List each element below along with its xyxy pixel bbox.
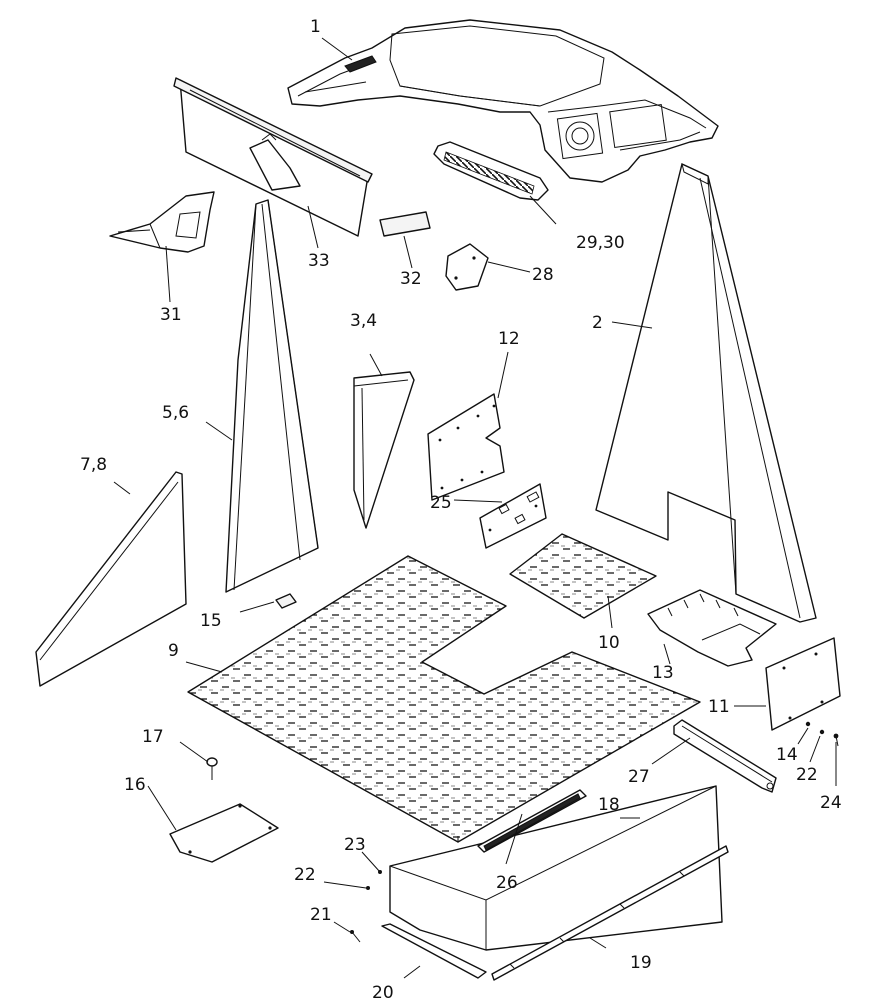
part-14-fastener [805, 721, 811, 727]
part-27-rail [673, 719, 777, 793]
callout-31: 31 [160, 305, 182, 325]
callout-12: 12 [498, 329, 520, 349]
callout-5-6: 5,6 [162, 403, 189, 423]
leader-lines [113, 37, 837, 979]
callout-28: 28 [532, 265, 554, 285]
callout-16: 16 [124, 775, 146, 795]
part-12-panel [427, 393, 505, 501]
callout-22-left: 22 [294, 865, 316, 885]
part-32-pad [379, 211, 431, 237]
callout-3-4: 3,4 [350, 311, 377, 331]
callout-22-right: 22 [796, 765, 818, 785]
part-13-bracket [647, 589, 777, 667]
callout-33: 33 [308, 251, 330, 271]
part-22-washer-right [819, 729, 825, 735]
callout-19: 19 [630, 953, 652, 973]
part-29-30-grille [433, 141, 549, 201]
part-24-screw [833, 733, 839, 747]
callout-15: 15 [200, 611, 222, 631]
callout-18: 18 [598, 795, 620, 815]
part-18-front-panel [389, 785, 723, 951]
callout-10: 10 [598, 633, 620, 653]
part-21-screw [350, 930, 361, 943]
callout-17: 17 [142, 727, 164, 747]
part-16-floor-plate [169, 803, 279, 863]
part-11-plate [765, 637, 841, 731]
callout-20: 20 [372, 983, 394, 1000]
callout-29-30: 29,30 [576, 233, 625, 253]
callout-7-8: 7,8 [80, 455, 107, 475]
part-15-clip [275, 593, 297, 609]
callout-23: 23 [344, 835, 366, 855]
callout-2: 2 [592, 313, 603, 333]
part-1-roof-canopy [287, 19, 719, 183]
callout-25: 25 [430, 493, 452, 513]
callout-27: 27 [628, 767, 650, 787]
callout-labels: 1 2 3,4 5,6 7,8 9 10 11 12 13 14 15 16 1… [80, 17, 842, 1000]
part-10-small-floor-mat [509, 533, 657, 619]
callout-24: 24 [820, 793, 842, 813]
part-28-cover-plate [445, 243, 489, 291]
part-25-plate [479, 483, 547, 549]
callout-1: 1 [310, 17, 321, 37]
part-2-right-side-panel [595, 163, 817, 623]
part-26-vent [477, 789, 587, 853]
part-3-4-triangle-panel [353, 371, 415, 529]
part-7-8-left-triangle-panel [35, 471, 187, 687]
part-22-washer-left [366, 886, 370, 890]
callout-32: 32 [400, 269, 422, 289]
callout-9: 9 [168, 641, 179, 661]
callout-14: 14 [776, 745, 798, 765]
part-31-bracket [109, 191, 215, 253]
part-20-trim-strip [381, 923, 487, 979]
part-19-trim-strip [491, 845, 729, 981]
callout-26: 26 [496, 873, 518, 893]
part-5-6-left-pillar [225, 199, 319, 593]
part-17-bolt [206, 757, 218, 780]
part-9-main-floor-mat [187, 555, 701, 843]
part-33-rear-panel [173, 77, 373, 237]
callout-13: 13 [652, 663, 674, 683]
callout-21: 21 [310, 905, 332, 925]
callout-11: 11 [708, 697, 730, 717]
